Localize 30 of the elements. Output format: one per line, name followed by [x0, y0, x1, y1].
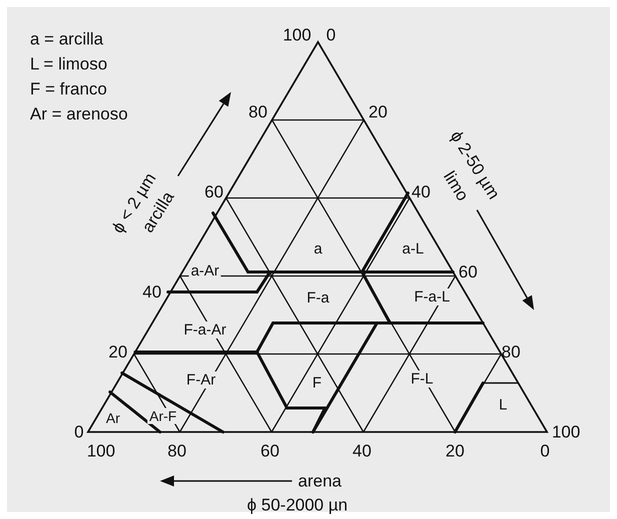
- texture-class-label: F-a-Ar: [182, 322, 228, 338]
- legend-text: L = limoso: [30, 56, 108, 72]
- legend-text: a = arcilla: [30, 30, 104, 48]
- legend-text: Ar = arenoso: [30, 106, 128, 122]
- axis-title: ϕ 50-2000 µn: [247, 496, 348, 514]
- axis-tick-label: 0: [540, 442, 550, 460]
- axis-tick-label: 80: [168, 442, 186, 460]
- axis-tick-label: 80: [248, 104, 268, 120]
- axis-tick-label: 100: [282, 26, 312, 44]
- axis-tick-label: 100: [86, 442, 116, 460]
- axis-tick-label: 20: [108, 344, 128, 360]
- axis-tick-label: 60: [204, 184, 224, 200]
- texture-class-label: Ar-F: [147, 408, 179, 424]
- texture-class-label: F-a-L: [412, 288, 452, 306]
- axis-tick-label: 40: [412, 184, 430, 200]
- texture-class-label: Ar: [104, 410, 122, 426]
- axis-tick-label: 40: [352, 442, 372, 460]
- axis-title: arena: [298, 472, 342, 490]
- axis-tick-label: 0: [74, 424, 84, 440]
- texture-class-label: a-Ar: [188, 262, 222, 280]
- axis-tick-label: 20: [446, 442, 464, 460]
- axis-tick-label: 60: [260, 442, 280, 460]
- axis-tick-label: 100: [552, 424, 580, 440]
- texture-class-label: F-L: [408, 370, 436, 388]
- axis-tick-label: 80: [502, 344, 520, 360]
- legend-text: F = franco: [30, 80, 108, 98]
- axis-tick-label: 20: [368, 104, 388, 120]
- axis-tick-label: 0: [326, 26, 336, 44]
- axis-tick-label: 60: [458, 264, 478, 280]
- axis-tick-label: 40: [142, 284, 162, 300]
